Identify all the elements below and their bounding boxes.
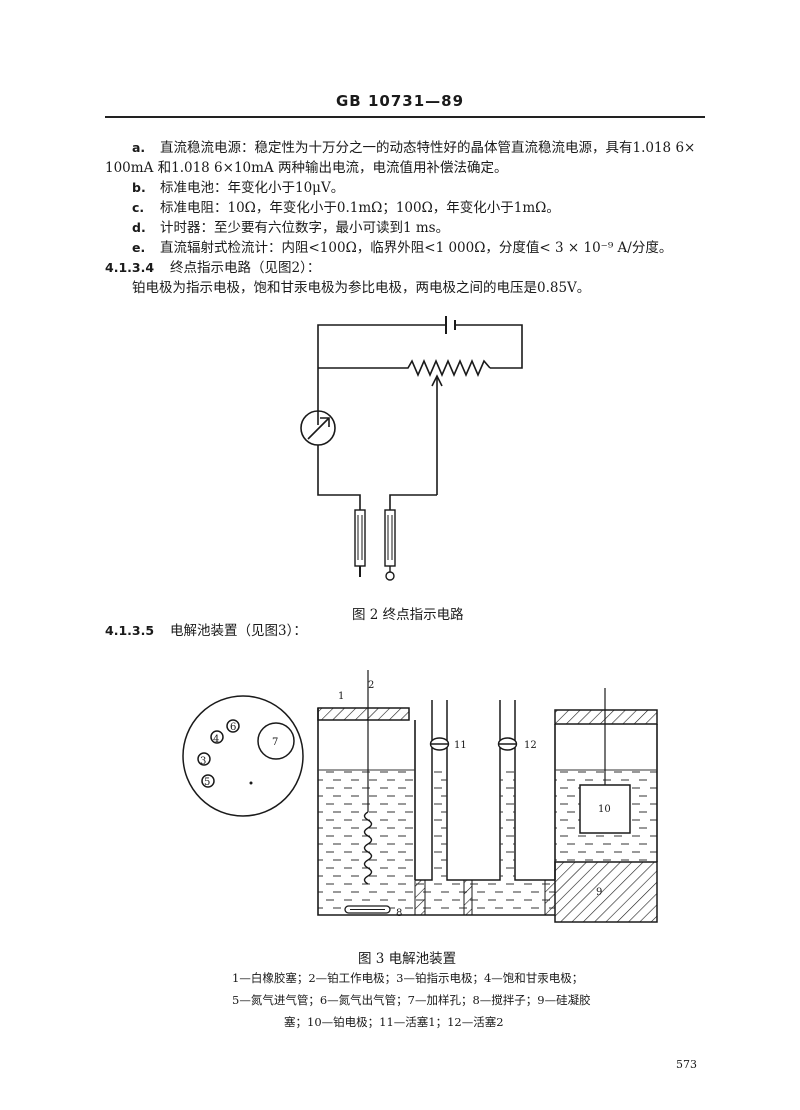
figure-3-legend-line-2: 5—氮气进气管；6—氮气出气管；7—加样孔；8—搅拌子；9—硅凝胶 bbox=[232, 993, 591, 1007]
label-2: 2 bbox=[368, 680, 374, 691]
label-8: 8 bbox=[396, 908, 402, 919]
label-12: 12 bbox=[524, 740, 537, 751]
figure-3-legend-line-1: 1—白橡胶塞；2—铂工作电极；3—铂指示电极；4—饱和甘汞电极； bbox=[232, 971, 584, 985]
section-4135-number: 4.1.3.5 bbox=[105, 623, 155, 638]
item-e-label: e. bbox=[132, 240, 146, 255]
label-3: 3 bbox=[200, 756, 206, 767]
figure-3-caption: 图 3 电解池装置 bbox=[358, 951, 457, 967]
item-b-text: 标准电池：年变化小于10μV。 bbox=[160, 180, 345, 196]
figure-3-legend-line-3: 塞；10—铂电极；11—活塞1；12—活塞2 bbox=[284, 1015, 504, 1029]
item-e-text: 直流辐射式检流计：内阻<100Ω，临界外阻<1 000Ω，分度值< 3 × 10… bbox=[160, 240, 673, 256]
label-1: 1 bbox=[338, 691, 344, 702]
section-4134-body: 铂电极为指示电极，饱和甘汞电极为参比电极，两电极之间的电压是0.85V。 bbox=[132, 280, 591, 296]
label-6: 6 bbox=[230, 722, 236, 733]
section-4134-title: 终点指示电路（见图2）： bbox=[170, 260, 321, 276]
item-c-label: c. bbox=[132, 200, 145, 215]
label-9: 9 bbox=[596, 887, 602, 898]
label-10: 10 bbox=[598, 804, 611, 815]
page-number: 573 bbox=[676, 1058, 697, 1071]
item-d-text: 计时器：至少要有六位数字，最小可读到1 ms。 bbox=[160, 220, 450, 236]
figure-2-caption: 图 2 终点指示电路 bbox=[352, 607, 464, 623]
label-7: 7 bbox=[272, 737, 278, 748]
item-a-text: 直流稳流电源：稳定性为十万分之一的动态特性好的晶体管直流稳流电源，具有1.018… bbox=[160, 140, 696, 156]
section-4135-title: 电解池装置（见图3）： bbox=[170, 623, 307, 639]
label-4: 4 bbox=[213, 734, 219, 745]
figure-2-circuit-diagram bbox=[300, 316, 523, 581]
standard-number-header: GB 10731—89 bbox=[335, 92, 465, 110]
item-b-label: b. bbox=[132, 180, 146, 195]
platinum-electrode bbox=[354, 509, 366, 577]
cell-top-view bbox=[182, 695, 304, 817]
label-11: 11 bbox=[454, 740, 467, 751]
item-a-continuation: 100mA 和1.018 6×10mA 两种输出电流，电流值用补偿法确定。 bbox=[105, 160, 508, 176]
label-5: 5 bbox=[204, 777, 210, 788]
item-a-label: a. bbox=[132, 140, 146, 155]
item-c-text: 标准电阻：10Ω，年变化小于0.1mΩ；100Ω，年变化小于1mΩ。 bbox=[160, 200, 560, 216]
calomel-electrode bbox=[384, 509, 396, 581]
item-d-label: d. bbox=[132, 220, 146, 235]
section-4134-number: 4.1.3.4 bbox=[105, 260, 155, 275]
header-rule bbox=[105, 116, 705, 118]
